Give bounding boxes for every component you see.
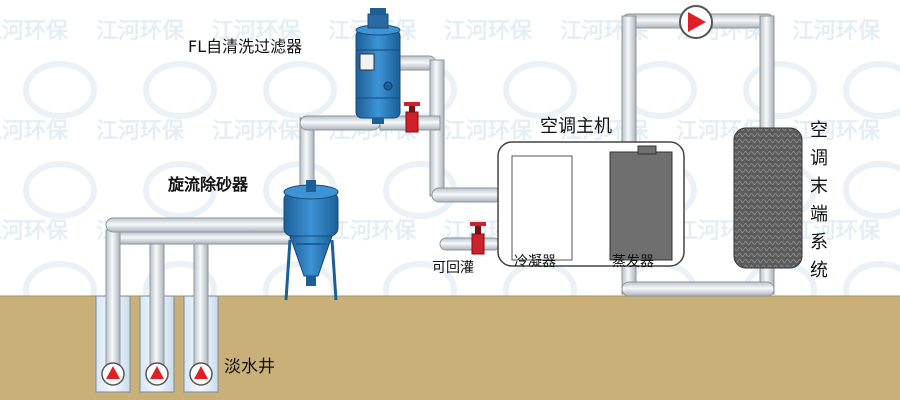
well-pump-icon — [101, 362, 125, 386]
watermark-ring — [263, 61, 337, 119]
svg-text:统: 统 — [810, 260, 828, 281]
watermark-text: 江河环保 — [212, 119, 301, 144]
svg-text:调: 调 — [810, 148, 828, 169]
condenser-unit — [511, 155, 573, 261]
watermark-text: 江河环保 — [0, 119, 69, 144]
valve-icon[interactable] — [470, 222, 486, 255]
watermark-text: 江河环保 — [792, 119, 881, 144]
well-label: 淡水井 — [224, 357, 275, 377]
watermark-ring — [23, 61, 97, 119]
valve-icon[interactable] — [404, 102, 420, 133]
evaporator-unit — [609, 151, 673, 261]
watermark-ring — [23, 161, 97, 219]
watermark-ring — [503, 61, 577, 119]
terminal-label: 空 调 末 端 系 统 — [810, 120, 828, 281]
svg-text:系: 系 — [810, 232, 828, 253]
watermark-ring — [143, 61, 217, 119]
ground — [0, 296, 900, 400]
watermark-ring — [843, 161, 900, 219]
filter-unit — [355, 8, 401, 124]
pump-icon[interactable] — [679, 5, 713, 39]
separator-label: 旋流除砂器 — [167, 175, 249, 194]
svg-text:空: 空 — [810, 120, 828, 141]
watermark-text: 江河环保 — [0, 19, 69, 44]
well-pump-icon — [145, 362, 169, 386]
watermark-text: 江河环保 — [792, 19, 881, 44]
condenser-label: 冷凝器 — [514, 254, 556, 270]
ac-host — [497, 141, 685, 267]
recharge-label: 可回灌 — [432, 260, 474, 276]
watermark-text: 江河环保 — [792, 219, 881, 244]
watermark-text: 江河环保 — [444, 119, 533, 144]
well-pump-icon — [189, 362, 213, 386]
watermark-text: 江河环保 — [96, 119, 185, 144]
watermark-ring — [843, 61, 900, 119]
filter-label: FL自清洗过滤器 — [188, 37, 302, 56]
watermark-text: 江河环保 — [0, 219, 69, 244]
svg-text:端: 端 — [810, 204, 828, 225]
watermark-text: 江河环保 — [328, 219, 417, 244]
evaporator-label: 蒸发器 — [612, 254, 654, 270]
watermark-text: 江河环保 — [96, 19, 185, 44]
watermark-ring — [743, 61, 817, 119]
watermark-text: 江河环保 — [444, 19, 533, 44]
watermark-ring — [143, 161, 217, 219]
ac-host-label: 空调主机 — [540, 116, 612, 137]
terminal-unit — [733, 127, 803, 269]
svg-text:末: 末 — [810, 176, 828, 197]
watermark-text: 江河环保 — [212, 19, 301, 44]
cyclone-separator — [283, 180, 339, 301]
